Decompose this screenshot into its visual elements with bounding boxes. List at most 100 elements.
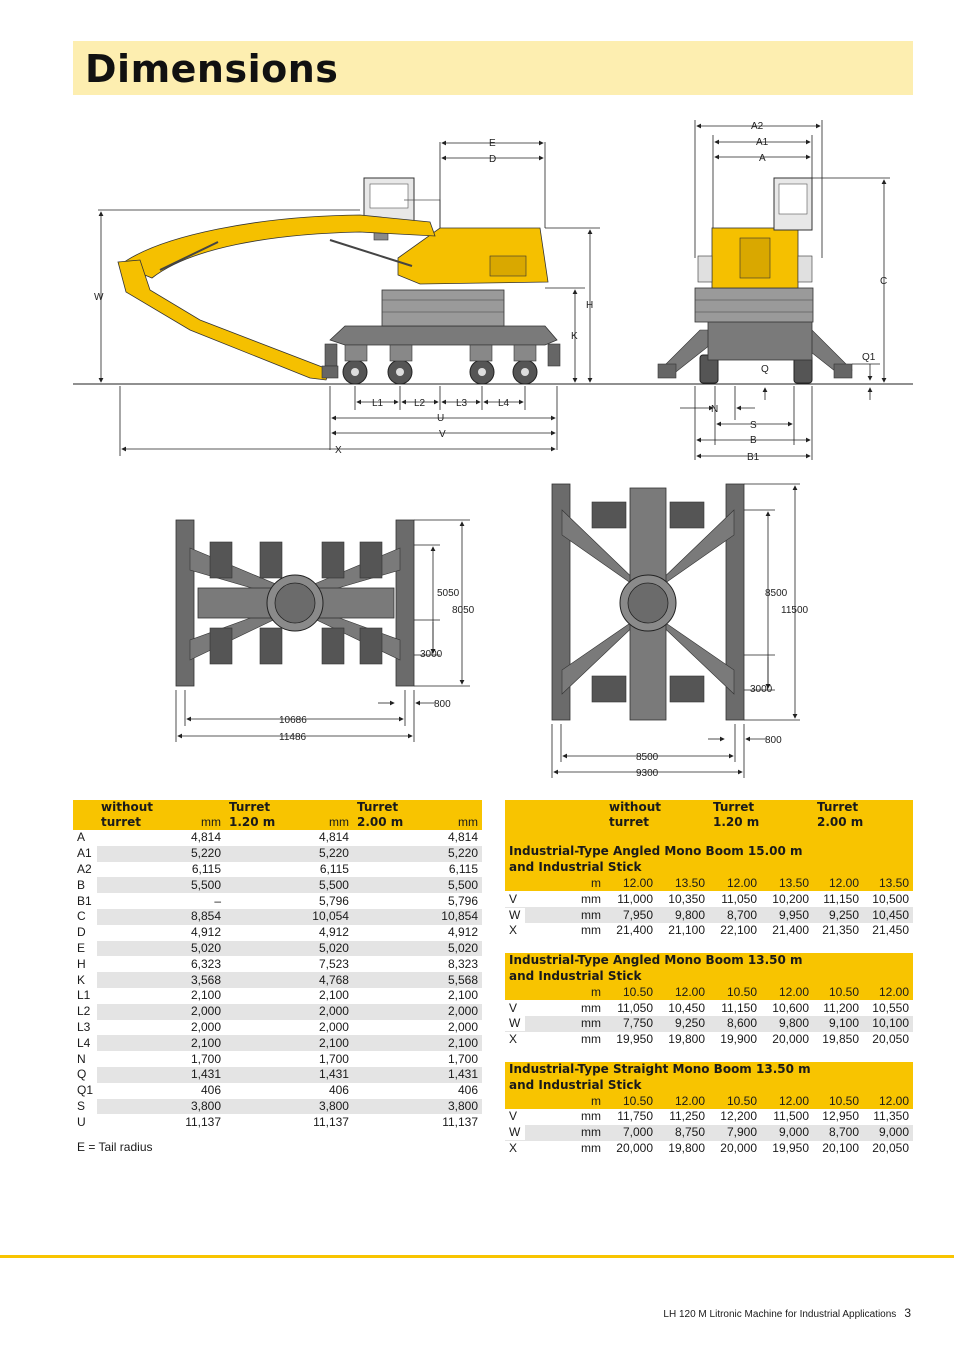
dimensions-table-header: without turret mm Turret 1.20 m mm Turre… [73, 800, 482, 830]
stick-length: 10.50 [605, 984, 657, 1001]
row-unit: mm [581, 891, 601, 906]
table-cell: 19,950 [605, 1031, 657, 1048]
dim-label-8050: 8050 [452, 605, 475, 616]
dim-label-8500b: 8500 [636, 752, 659, 763]
header-turret-120-line1: Turret [229, 800, 271, 814]
table-cell: 2,000 [352, 1003, 482, 1020]
header-turret-200-line1: Turret [356, 800, 399, 814]
spacer-cell [505, 938, 913, 953]
title-bar: Dimensions [73, 41, 913, 95]
row-unit: mm [581, 907, 601, 922]
boom-header-col2-line1: Turret [713, 800, 755, 814]
table-cell: 406 [352, 1082, 482, 1099]
boom-table: without turret Turret 1.20 m Turret 2.00… [505, 800, 913, 1157]
dim-label-a1: A1 [756, 137, 769, 148]
table-cell: 4,912 [225, 924, 353, 941]
dim-label-d: D [489, 154, 496, 165]
row-unit: mm [581, 1000, 601, 1015]
stick-length: 10.50 [813, 984, 863, 1001]
table-cell: 1,700 [97, 1051, 225, 1067]
row-label: L4 [73, 1035, 98, 1052]
row-label: Q1 [73, 1082, 98, 1099]
table-cell: 11,150 [709, 1000, 761, 1016]
boom-header-col1-line1: without [609, 800, 662, 814]
row-label-letter: V [505, 891, 525, 907]
table-cell: 21,100 [657, 922, 709, 939]
dim-label-800a: 800 [434, 699, 451, 710]
table-cell: 4,814 [352, 830, 482, 846]
dim-label-s: S [750, 420, 757, 431]
stick-length: 12.00 [657, 984, 709, 1001]
row-unit: mm [581, 1032, 601, 1047]
table-cell: 2,100 [352, 987, 482, 1004]
table-cell: 11,350 [863, 1108, 913, 1125]
table-cell: 10,100 [863, 1015, 913, 1032]
table-cell: 6,115 [97, 861, 225, 878]
stick-length: 12.00 [813, 875, 863, 892]
spacer-cell [505, 830, 913, 844]
dim-label-l2: L2 [414, 398, 426, 409]
table-cell: 8,854 [97, 908, 225, 925]
table-cell: 11,750 [605, 1108, 657, 1125]
page-footer: LH 120 M Litronic Machine for Industrial… [663, 1306, 911, 1320]
plan1-dimension-labels: 5050 8050 3000 800 10686 11486 [279, 588, 475, 743]
boom-section-title-line2: and Industrial Stick [505, 968, 913, 985]
dim-label-a: A [759, 153, 766, 164]
row-label: L3 [73, 1019, 98, 1036]
table-cell: 7,950 [605, 907, 657, 923]
row-label: H [73, 956, 98, 973]
tail-radius-note: E = Tail radius [77, 1140, 153, 1154]
table-cell: 9,250 [813, 907, 863, 923]
table-cell: 9,950 [761, 907, 813, 923]
table-cell: 21,450 [863, 922, 913, 939]
dim-label-11486: 11486 [279, 732, 307, 743]
row-unit: mm [581, 1016, 601, 1031]
boom-header-col1-line2: turret [609, 815, 649, 829]
front-dimension-labels: A2 A1 A C Q1 Q N S B B1 [711, 121, 887, 463]
stick-unit: m [505, 875, 605, 892]
stick-length: 10.50 [605, 1093, 657, 1109]
dim-label-k: K [571, 331, 578, 342]
table-cell: 11,200 [813, 1000, 863, 1016]
front-dimension-lines [680, 120, 890, 460]
row-label: B [73, 877, 98, 894]
table-cell: 5,568 [352, 972, 482, 988]
dim-label-x: X [335, 445, 342, 456]
row-label-letter: W [505, 1125, 525, 1141]
dim-label-800b: 800 [765, 735, 782, 746]
row-unit: mm [581, 1140, 601, 1155]
table-cell: 2,100 [225, 1035, 353, 1052]
row-unit: mm [581, 1125, 601, 1140]
stick-unit: m [505, 1093, 605, 1109]
table-cell: 11,137 [352, 1114, 482, 1131]
header-without-turret-line1: without [101, 800, 154, 814]
spacer-cell [505, 1047, 913, 1062]
table-cell: 9,100 [813, 1015, 863, 1032]
row-label: L1 [73, 987, 98, 1004]
table-cell: 5,500 [352, 877, 482, 894]
dim-label-l1: L1 [372, 398, 384, 409]
section-spacer [505, 830, 913, 844]
table-cell: 4,912 [352, 924, 482, 941]
table-cell: 9,800 [761, 1015, 813, 1032]
section-spacer [505, 1047, 913, 1062]
front-view-machine [657, 177, 853, 384]
boom-section-subtitle: and Industrial Stick [505, 968, 913, 985]
dim-label-c: C [880, 276, 887, 287]
table-cell: 8,700 [709, 907, 761, 923]
table-cell: 5,500 [225, 877, 353, 894]
side-dimension-lines [98, 140, 600, 456]
header-turret-120-line2: 1.20 m [229, 815, 276, 829]
